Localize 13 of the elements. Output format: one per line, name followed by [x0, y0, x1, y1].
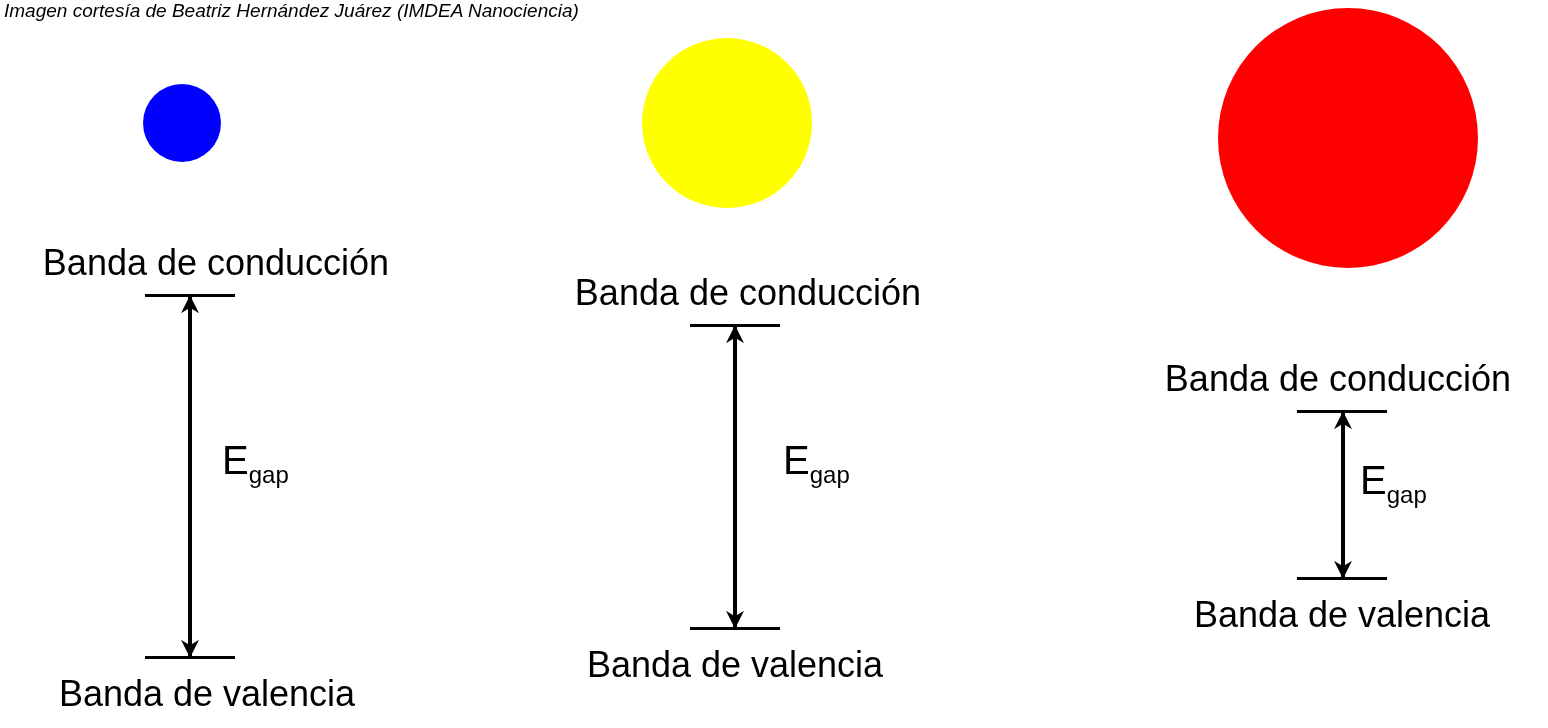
band-label: Banda de valencia [57, 673, 357, 715]
band-label: Banda de conducción [573, 272, 923, 314]
edge-label: E$_{gap}$ [1360, 458, 1427, 509]
band-label: Banda de valencia [1192, 594, 1492, 636]
caption: Imagen cortesía de Beatriz Hernández Juárez (IMDEA Nanociencia) [4, 0, 579, 22]
double-arrow [1334, 411, 1352, 579]
band-label: Banda de conducción [1163, 358, 1513, 400]
band-label: Banda de valencia [585, 644, 885, 686]
edge-label: E$_{gap}$ [783, 438, 850, 489]
edge-label: E$_{gap}$ [222, 438, 289, 489]
double-arrow [726, 325, 744, 629]
double-arrow [181, 295, 199, 658]
band-label: Banda de conducción [41, 242, 391, 284]
